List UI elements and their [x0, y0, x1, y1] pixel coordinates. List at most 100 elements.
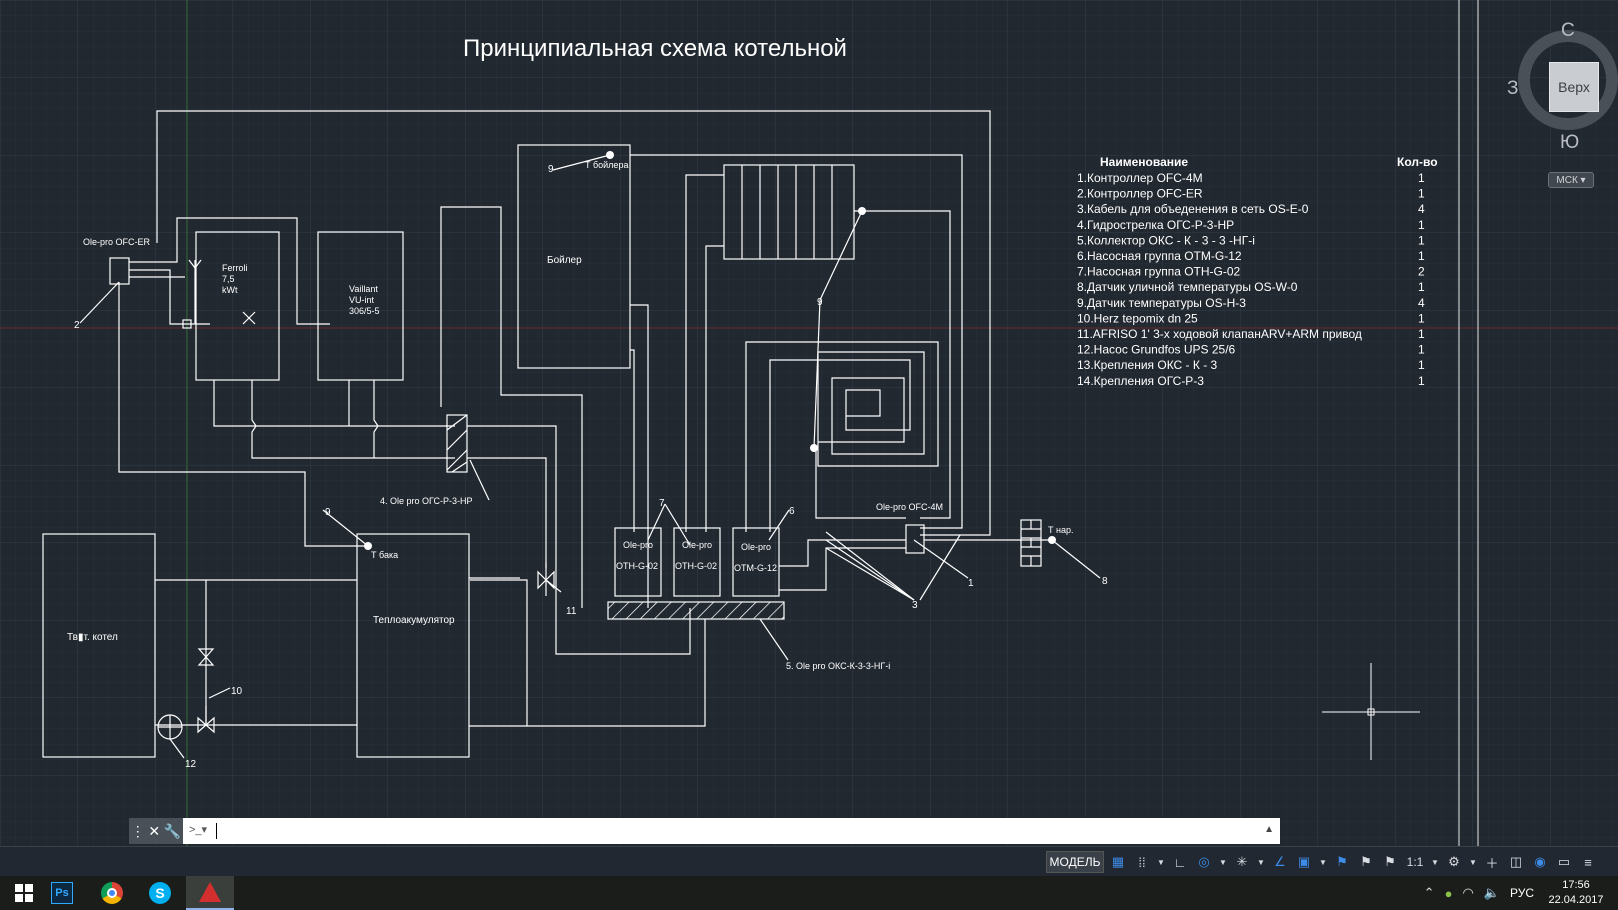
wifi-icon[interactable]: ◠ — [1462, 885, 1474, 900]
viewcube-west[interactable]: З — [1507, 78, 1519, 99]
group1-label-1: Ole-pro — [623, 540, 653, 550]
command-input[interactable]: >_▾ ▲ — [183, 818, 1280, 844]
t-boiler-label: Т бойлера — [585, 160, 628, 170]
vaillant-label-1: Vaillant — [349, 284, 378, 294]
language-indicator[interactable]: РУС — [1509, 886, 1534, 900]
taskbar-autocad[interactable] — [186, 876, 234, 910]
clock-time: 17:56 — [1562, 879, 1590, 891]
status-bar: МОДЕЛЬ ▦ ⁞⁞ ▼ ∟ ◎ ▼ ✳ ▼ ∠ ▣ ▼ ⚑ ⚑ ⚑ 1:1 … — [0, 846, 1618, 877]
spec-col-qty: Кол-во — [1397, 155, 1438, 169]
chrome-icon — [101, 882, 123, 904]
chevron-down-icon[interactable]: ▼ — [1431, 857, 1439, 867]
mixing-valve-10 — [197, 716, 215, 734]
t-outdoor-label: Т нар. — [1048, 525, 1073, 535]
model-space-button[interactable]: МОДЕЛЬ — [1046, 851, 1104, 873]
spec-row-name: 9.Датчик температуры OS-H-3 — [1077, 296, 1246, 310]
vaillant-label-3: 306/5-5 — [349, 306, 380, 316]
app-tray-icon[interactable]: ● — [1444, 885, 1453, 901]
group2-label-1: Ole-pro — [682, 540, 712, 550]
annotation-scale-icon[interactable]: ⚑ — [1384, 854, 1396, 869]
ofc-er-label: Ole-pro OFC-ER — [83, 237, 151, 247]
spec-row-name: 5.Коллектор ОКС - К - 3 - 3 -НГ-i — [1077, 233, 1255, 247]
scale-value[interactable]: 1:1 — [1406, 855, 1424, 869]
callout-2: 2 — [74, 320, 80, 331]
spec-row-qty: 1 — [1418, 327, 1425, 341]
ucs-label: МСК — [1556, 174, 1578, 186]
isolate-objects-icon[interactable]: ◫ — [1509, 854, 1523, 869]
wrench-icon[interactable]: 🔧 — [163, 822, 182, 839]
system-tray: ⌃ ● ◠ 🔈 РУС 17:56 22.04.2017 — [1424, 876, 1618, 910]
spec-row-qty: 1 — [1418, 374, 1425, 388]
viewcube-south[interactable]: Ю — [1560, 132, 1580, 153]
ortho-icon[interactable]: ∟ — [1173, 854, 1187, 870]
solid-boiler-label: Тв▮т. котел — [67, 632, 118, 643]
customize-icon[interactable]: ≡ — [1584, 854, 1592, 870]
hydro-separator — [446, 414, 468, 473]
taskbar-chrome[interactable] — [88, 876, 136, 910]
spec-row-qty: 4 — [1418, 296, 1425, 310]
command-line[interactable]: ⋮ ✕ 🔧 >_▾ ▲ — [129, 818, 1280, 844]
collector-label: 5. Ole pro ОКС-К-3-3-НГ-i — [786, 661, 890, 671]
plus-icon[interactable]: ＋ — [1485, 855, 1499, 871]
gear-icon[interactable]: ⚙ — [1448, 854, 1460, 869]
callout-8: 8 — [1102, 576, 1108, 587]
autocad-icon — [199, 882, 221, 902]
volume-icon[interactable]: 🔈 — [1483, 885, 1500, 900]
taskbar-skype[interactable]: S — [136, 876, 184, 910]
grid-icon[interactable]: ▦ — [1111, 854, 1125, 869]
hardware-acceleration-icon[interactable]: ◉ — [1534, 854, 1546, 869]
spec-row-qty: 1 — [1418, 233, 1425, 247]
auto-scale-icon[interactable]: ⚑ — [1360, 854, 1372, 869]
viewcube-top-face[interactable]: Верх — [1549, 62, 1599, 112]
chevron-down-icon[interactable]: ▼ — [1469, 857, 1477, 867]
ucs-menu-button[interactable]: МСК ▾ — [1548, 172, 1594, 188]
snap-icon[interactable]: ⁞⁞ — [1138, 854, 1146, 870]
start-button[interactable] — [0, 876, 48, 910]
spec-row-name: 4.Гидрострелка ОГС-Р-3-НР — [1077, 218, 1234, 232]
viewcube-north[interactable]: С — [1561, 20, 1575, 41]
command-history-icon[interactable]: ▲ — [1264, 824, 1274, 835]
spec-row-name: 10.Herz tepomix dn 25 — [1077, 311, 1198, 325]
callout-3: 3 — [912, 600, 918, 611]
spec-row-name: 12.Насос Grundfos UPS 25/6 — [1077, 343, 1236, 357]
polar-icon[interactable]: ◎ — [1198, 854, 1210, 869]
command-prompt-icon[interactable]: >_▾ — [189, 824, 208, 836]
solid-fuel-boiler — [42, 533, 156, 758]
chevron-up-icon[interactable]: ⌃ — [1423, 885, 1435, 900]
chevron-down-icon[interactable]: ▼ — [1257, 857, 1265, 867]
clean-screen-icon[interactable]: ▭ — [1557, 854, 1571, 869]
vaillant-boiler — [317, 231, 404, 381]
heat-accumulator — [356, 533, 470, 758]
close-icon[interactable]: ✕ — [148, 822, 161, 839]
spec-row-qty: 1 — [1418, 343, 1425, 357]
ferroli-label-3: kWt — [222, 285, 238, 295]
grip-icon[interactable]: ⋮ — [130, 822, 145, 839]
spec-row-name: 2.Контроллер OFC-ER — [1077, 187, 1203, 201]
ferroli-label-2: 7,5 — [222, 274, 235, 284]
chevron-down-icon[interactable]: ▼ — [1219, 857, 1227, 867]
spec-row-qty: 1 — [1418, 280, 1425, 294]
annotation-visibility-icon[interactable]: ⚑ — [1336, 854, 1348, 869]
controller-ofc-er — [109, 257, 130, 285]
chevron-down-icon[interactable]: ▼ — [1319, 857, 1327, 867]
chevron-down-icon[interactable]: ▼ — [1157, 857, 1165, 867]
clock[interactable]: 17:56 22.04.2017 — [1544, 878, 1608, 908]
pump-group-3 — [732, 527, 780, 597]
taskbar-photoshop[interactable]: Ps — [38, 876, 86, 910]
photoshop-icon: Ps — [51, 882, 73, 904]
callout-12: 12 — [185, 759, 197, 770]
spec-row-qty: 1 — [1418, 311, 1425, 325]
viewcube[interactable]: Верх С Ю З — [1500, 20, 1618, 160]
pump-group-1 — [614, 527, 662, 597]
spec-row-qty: 1 — [1418, 218, 1425, 232]
pump-group-2 — [673, 527, 721, 597]
spec-row-qty: 1 — [1418, 249, 1425, 263]
object-snap-icon[interactable]: ▣ — [1297, 854, 1311, 869]
spec-row-qty: 1 — [1418, 187, 1425, 201]
spec-row-qty: 1 — [1418, 171, 1425, 185]
isodraft-icon[interactable]: ✳ — [1236, 854, 1248, 869]
spec-row-name: 8.Датчик уличной температуры OS-W-0 — [1077, 280, 1298, 294]
object-snap-tracking-icon[interactable]: ∠ — [1274, 854, 1286, 869]
